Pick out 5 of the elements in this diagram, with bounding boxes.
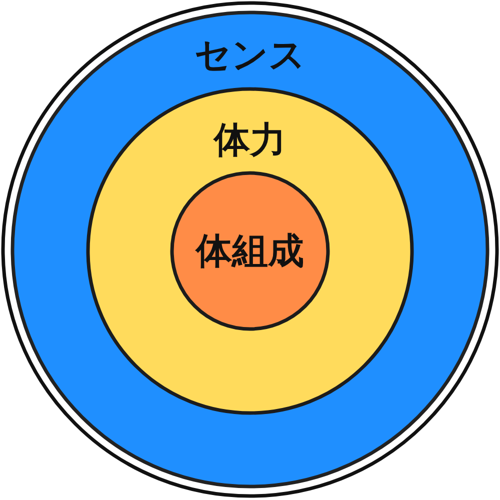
circle-label: 体力 [214,119,286,162]
inner-circle [170,171,330,331]
circle-label: センス [194,34,306,78]
circle-label: 体組成 [196,230,304,274]
middle-circle [86,87,414,415]
